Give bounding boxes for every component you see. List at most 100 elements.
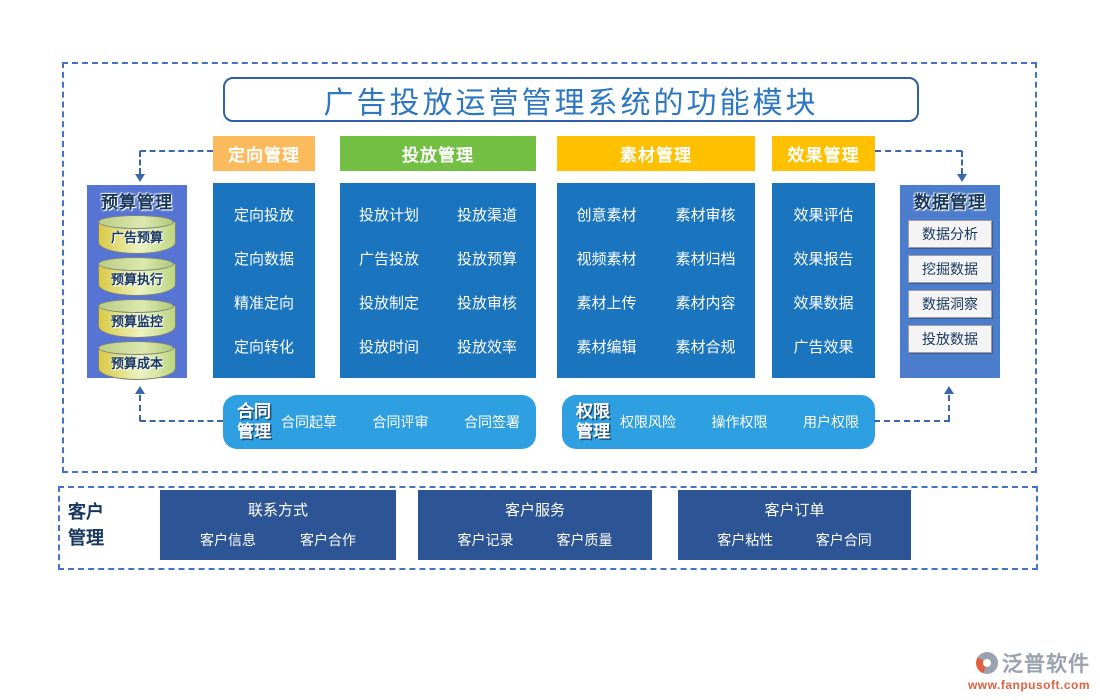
data-chip-analysis: 数据分析	[908, 220, 992, 248]
customer-group-contact: 联系方式 客户信息 客户合作	[160, 490, 396, 560]
cylinder-top	[98, 299, 174, 313]
header-effect-label: 效果管理	[787, 146, 860, 165]
header-delivery: 投放管理	[340, 136, 536, 171]
item-contract-sign: 合同签署	[464, 414, 520, 430]
item-customer-stickiness: 客户粘性	[717, 532, 774, 548]
item-material-compliance: 素材合规	[675, 338, 736, 356]
fanpu-logo-icon	[976, 652, 998, 674]
item-customer-info: 客户信息	[200, 532, 256, 548]
arrow-up-to-data	[944, 386, 954, 394]
data-block-title: 数据管理	[914, 193, 986, 212]
cylinder-label: 预算成本	[110, 356, 163, 371]
vendor-logo: 泛普软件 www.fanpusoft.com	[930, 648, 1090, 692]
item-material-archive: 素材归档	[675, 251, 736, 269]
cylinder-label: 预算执行	[110, 272, 163, 287]
connector-bottom-right-horizontal	[874, 420, 950, 422]
data-chip-delivery: 投放数据	[908, 325, 992, 353]
cylinder-top	[98, 257, 174, 271]
cylinder-label: 预算监控	[110, 314, 163, 329]
permission-pill-items: 权限风险 操作权限 用户权限	[620, 412, 859, 432]
item-video-material: 视频素材	[576, 251, 637, 269]
item-targeting-1: 定向投放	[233, 207, 294, 225]
cylinder-label: 广告预算	[110, 230, 163, 245]
customer-dashed-container	[58, 486, 1038, 570]
contract-pill-title: 合同 管理	[237, 402, 271, 441]
item-material-review: 素材审核	[675, 207, 736, 225]
header-targeting: 定向管理	[213, 136, 315, 171]
data-chip-insight: 数据洞察	[908, 290, 992, 318]
item-contract-draft: 合同起草	[281, 414, 337, 430]
cylinder-ad-budget: 广告预算	[97, 215, 177, 255]
customer-group-order: 客户订单 客户粘性 客户合同	[678, 490, 911, 560]
item-delivery-channel: 投放渠道	[456, 207, 517, 225]
item-delivery-review: 投放审核	[456, 294, 517, 312]
header-material: 素材管理	[557, 136, 755, 171]
customer-group-title: 客户订单	[764, 502, 825, 519]
customer-management-label: 客户 管理	[68, 502, 104, 549]
cylinder-budget-monitoring: 预算监控	[97, 299, 177, 339]
item-customer-cooperation: 客户合作	[300, 532, 356, 548]
cylinder-top	[98, 215, 174, 229]
header-effect: 效果管理	[772, 136, 875, 171]
column-targeting: 定向投放 定向数据 精准定向 定向转化	[213, 183, 315, 378]
customer-group-items: 客户记录 客户质量	[418, 530, 652, 550]
item-permission-risk: 权限风险	[620, 414, 676, 430]
header-targeting-label: 定向管理	[228, 146, 300, 165]
item-delivery-budget: 投放预算	[456, 251, 517, 269]
item-contract-review: 合同评审	[372, 414, 429, 430]
cylinder-budget-execution: 预算执行	[97, 257, 177, 297]
connector-top-right-horizontal	[875, 150, 962, 152]
header-material-label: 素材管理	[620, 146, 692, 165]
connector-bottom-left-horizontal	[140, 420, 223, 422]
item-targeting-2: 定向数据	[233, 251, 294, 269]
item-creative-material: 创意素材	[576, 207, 637, 225]
vendor-url: www.fanpusoft.com	[967, 678, 1090, 692]
contract-management-pill: 合同 管理 合同起草 合同评审 合同签署	[223, 395, 536, 449]
item-customer-quality: 客户质量	[556, 532, 613, 548]
connector-bottom-right-vertical	[948, 395, 950, 421]
cylinder-budget-cost: 预算成本	[97, 341, 177, 381]
item-operation-permission: 操作权限	[711, 414, 768, 430]
arrow-down-to-data	[957, 174, 967, 182]
connector-top-left-vertical	[139, 151, 141, 174]
item-effect-evaluation: 效果评估	[793, 207, 854, 225]
column-material: 创意素材 素材审核 视频素材 素材归档 素材上传 素材内容 素材编辑 素材合规	[557, 183, 755, 378]
item-delivery-efficiency: 投放效率	[456, 338, 517, 356]
item-customer-record: 客户记录	[457, 532, 514, 548]
customer-group-service: 客户服务 客户记录 客户质量	[418, 490, 652, 560]
permission-management-pill: 权限 管理 权限风险 操作权限 用户权限	[562, 395, 875, 449]
data-management-block: 数据管理 数据分析 挖掘数据 数据洞察 投放数据	[900, 185, 1000, 378]
connector-top-right-vertical	[961, 151, 963, 174]
column-delivery: 投放计划 投放渠道 广告投放 投放预算 投放制定 投放审核 投放时间 投放效率	[340, 183, 536, 378]
item-ad-effect: 广告效果	[793, 338, 854, 356]
data-chip-mining: 挖掘数据	[908, 255, 992, 283]
diagram-title-box: 广告投放运营管理系统的功能模块	[223, 77, 919, 122]
header-delivery-label: 投放管理	[402, 146, 474, 165]
item-ad-delivery: 广告投放	[358, 251, 419, 269]
item-effect-report: 效果报告	[793, 251, 854, 269]
page-title: 广告投放运营管理系统的功能模块	[323, 86, 819, 120]
arrow-down-to-budget	[135, 174, 145, 182]
arrow-up-to-budget	[135, 386, 145, 394]
budget-block-title: 预算管理	[101, 193, 173, 212]
vendor-name: 泛普软件	[1002, 653, 1090, 676]
item-material-upload: 素材上传	[576, 294, 637, 312]
budget-management-block: 预算管理 广告预算 预算执行 预算监控 预算成本	[87, 185, 187, 381]
permission-pill-title: 权限 管理	[576, 402, 610, 441]
item-delivery-plan: 投放计划	[358, 207, 419, 225]
main-dashed-container	[62, 62, 1037, 473]
connector-top-left-horizontal	[140, 150, 213, 152]
item-material-content: 素材内容	[675, 294, 736, 312]
item-material-edit: 素材编辑	[576, 338, 637, 356]
customer-group-items: 客户信息 客户合作	[160, 530, 396, 550]
item-customer-contract: 客户合同	[815, 532, 872, 548]
customer-group-title: 联系方式	[247, 502, 308, 519]
item-targeting-3: 精准定向	[233, 294, 294, 312]
cylinder-top	[98, 341, 174, 355]
item-user-permission: 用户权限	[803, 414, 859, 430]
item-delivery-time: 投放时间	[358, 338, 419, 356]
customer-group-title: 客户服务	[504, 502, 565, 519]
contract-pill-items: 合同起草 合同评审 合同签署	[281, 412, 520, 432]
customer-group-items: 客户粘性 客户合同	[678, 530, 911, 550]
